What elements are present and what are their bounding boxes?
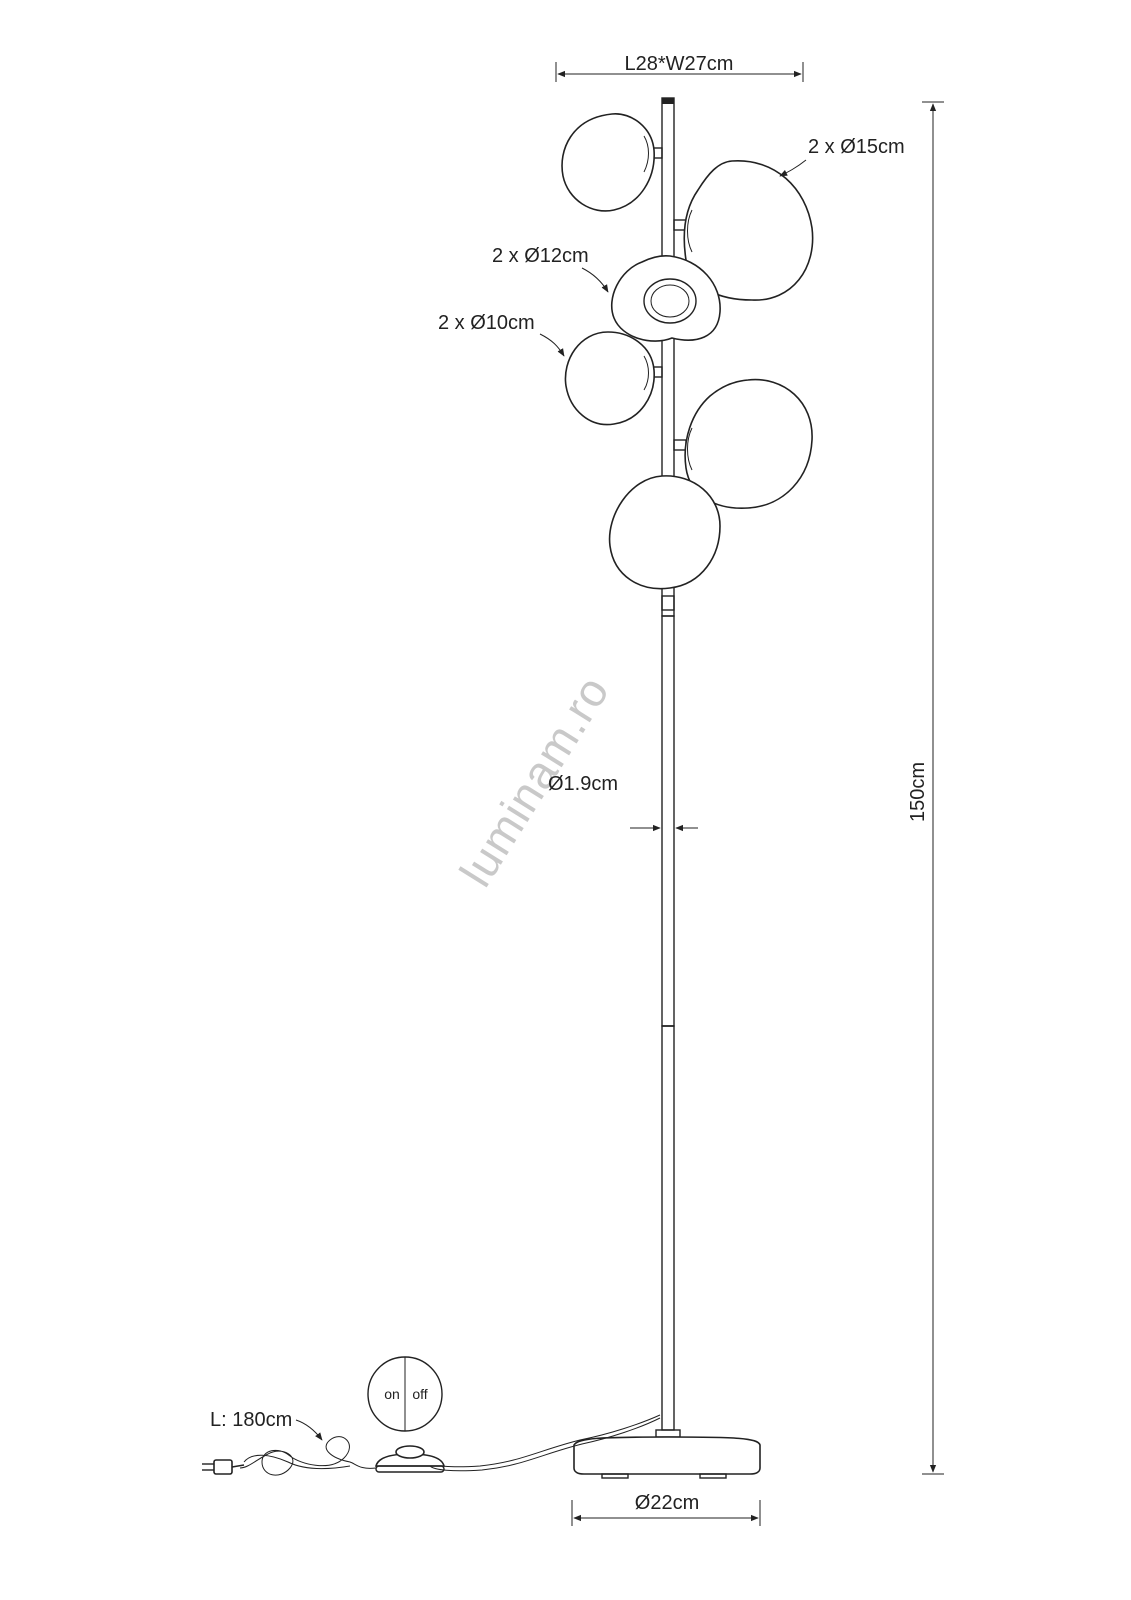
shade-10cm-top	[561, 113, 655, 212]
switch-off-label: off	[412, 1386, 427, 1402]
shade-12cm-bottom	[608, 475, 721, 590]
base-diameter-dimension: Ø22cm	[571, 1492, 761, 1526]
shade-12-callout: 2 x Ø12cm	[492, 245, 609, 293]
pole-diameter-label: Ø1.9cm	[548, 773, 618, 795]
shade-15-callout: 2 x Ø15cm	[779, 136, 905, 177]
shade-10-callout: 2 x Ø10cm	[438, 312, 565, 357]
base-diameter-label: Ø22cm	[635, 1492, 699, 1514]
shade-15-label: 2 x Ø15cm	[808, 136, 905, 158]
height-label: 150cm	[907, 762, 929, 822]
shade-15cm-bottom	[684, 378, 813, 509]
shade-12cm-ring	[610, 255, 721, 342]
switch-detail: on off	[367, 1356, 443, 1432]
foot-switch	[374, 1445, 446, 1473]
cable-length-label: L: 180cm	[210, 1409, 292, 1431]
cable-length-callout: L: 180cm	[210, 1409, 323, 1441]
shade-10cm-middle	[564, 331, 655, 426]
shade-10-label: 2 x Ø10cm	[438, 312, 535, 334]
power-cable	[239, 1414, 661, 1476]
width-dimension: L28*W27cm	[555, 53, 804, 82]
shade-15cm-top	[683, 160, 814, 301]
lamp-base	[573, 1429, 761, 1479]
switch-on-label: on	[384, 1386, 400, 1402]
width-label: L28*W27cm	[625, 53, 734, 75]
plug	[202, 1459, 245, 1475]
shade-12-label: 2 x Ø12cm	[492, 245, 589, 267]
height-dimension: 150cm	[907, 101, 944, 1475]
pole-diameter-dimension: Ø1.9cm	[548, 773, 698, 832]
